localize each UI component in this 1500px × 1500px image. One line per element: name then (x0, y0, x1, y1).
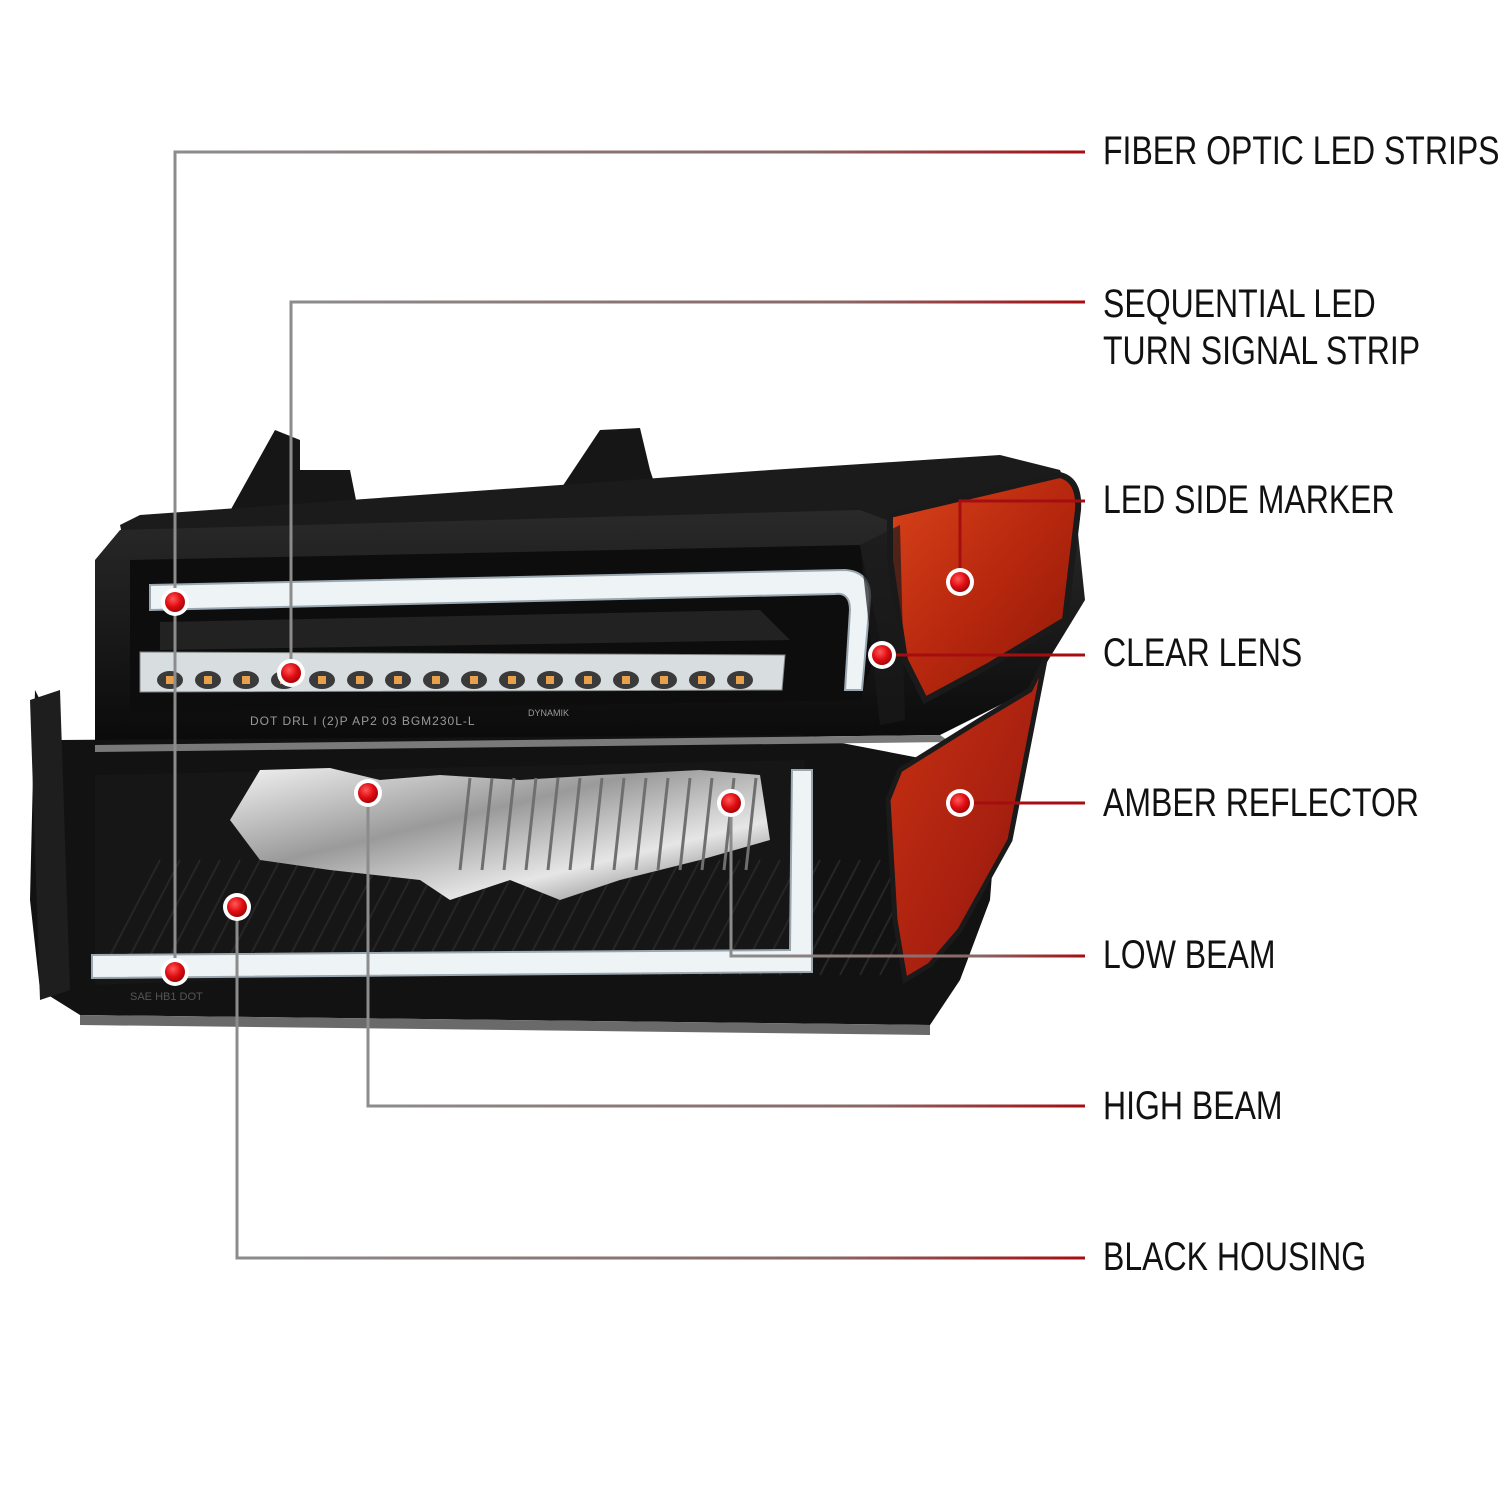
marker-dot (281, 663, 301, 683)
reflector-fin (568, 777, 582, 871)
product-code-lower: SAE HB1 DOT (130, 991, 203, 1003)
label-text: LOW BEAM (1103, 933, 1276, 977)
led-chip (546, 676, 554, 684)
leader-sequential (289, 300, 1085, 673)
marker-dot (872, 645, 892, 665)
marker-dot (721, 793, 741, 813)
led-chip (508, 676, 516, 684)
label-amber-reflector: AMBER REFLECTOR (1103, 780, 1419, 827)
led-chip (622, 676, 630, 684)
label-text: LED SIDE MARKER (1103, 478, 1395, 522)
upper-trim-bar (160, 610, 790, 650)
label-text-line-1: SEQUENTIAL LED (1103, 282, 1376, 326)
reflector-fin (590, 777, 604, 871)
marker-dot (165, 592, 185, 612)
led-chip (660, 676, 668, 684)
reflector-fin (612, 777, 626, 871)
reflector-fin (502, 777, 516, 871)
fiber-optic-strip-upper (149, 568, 872, 691)
leader-high-beam (366, 793, 1085, 1108)
reflector-fin (678, 777, 692, 871)
marker-dot (950, 793, 970, 813)
lower-trim (80, 1015, 930, 1035)
led-chip (318, 676, 326, 684)
led-chip (698, 676, 706, 684)
product-brand: DYNAMIK (528, 708, 569, 718)
led-chip (432, 676, 440, 684)
reflector-fin (744, 777, 758, 871)
label-led-side-marker: LED SIDE MARKER (1103, 477, 1395, 524)
led-chip (356, 676, 364, 684)
led-chip (242, 676, 250, 684)
label-text: FIBER OPTIC LED STRIPS (1103, 129, 1500, 173)
label-clear-lens: CLEAR LENS (1103, 630, 1302, 677)
leader-side-marker (958, 499, 1085, 582)
reflector-fin (546, 777, 560, 871)
reflector-fin (458, 777, 472, 871)
led-chip (204, 676, 212, 684)
label-low-beam: LOW BEAM (1103, 932, 1275, 979)
amber-side-marker (887, 471, 1082, 705)
marker-dot (227, 897, 247, 917)
reflector-fin (656, 777, 670, 871)
label-text: BLACK HOUSING (1103, 1235, 1367, 1279)
leader-black-housing (235, 907, 1085, 1260)
reflector-fin (480, 777, 494, 871)
label-high-beam: HIGH BEAM (1103, 1083, 1283, 1130)
label-sequential-led-turn-signal-strip: SEQUENTIAL LED TURN SIGNAL STRIP (1103, 281, 1420, 375)
marker-dot (950, 572, 970, 592)
led-chip (736, 676, 744, 684)
led-chip (470, 676, 478, 684)
label-text-line-2: TURN SIGNAL STRIP (1103, 329, 1421, 373)
reflector-fin (524, 777, 538, 871)
clear-lens-edge (860, 525, 905, 725)
label-text: HIGH BEAM (1103, 1084, 1283, 1128)
led-chip (166, 676, 174, 684)
led-chip (584, 676, 592, 684)
product-code-upper: DOT DRL I (2)P AP2 03 BGM230L-L (250, 714, 476, 728)
headlight-body: DOT DRL I (2)P AP2 03 BGM230L-L DYNAMIK … (30, 428, 1085, 1035)
label-text: AMBER REFLECTOR (1103, 781, 1419, 825)
side-edge (30, 690, 70, 1000)
reflector-fins (458, 777, 758, 871)
marker-dot (165, 962, 185, 982)
amber-reflector (885, 658, 1048, 985)
label-fiber-optic-led-strips: FIBER OPTIC LED STRIPS (1103, 128, 1500, 175)
leader-fiber-optic (173, 150, 1085, 972)
marker-dot (358, 783, 378, 803)
marker-dots (161, 568, 974, 986)
led-chip (394, 676, 402, 684)
label-black-housing: BLACK HOUSING (1103, 1234, 1366, 1281)
label-text: CLEAR LENS (1103, 631, 1303, 675)
leader-low-beam (729, 803, 1085, 958)
reflector-fin (700, 777, 714, 871)
upper-rim (95, 735, 950, 752)
reflector-fin (634, 777, 648, 871)
leader-lines (173, 150, 1085, 1260)
